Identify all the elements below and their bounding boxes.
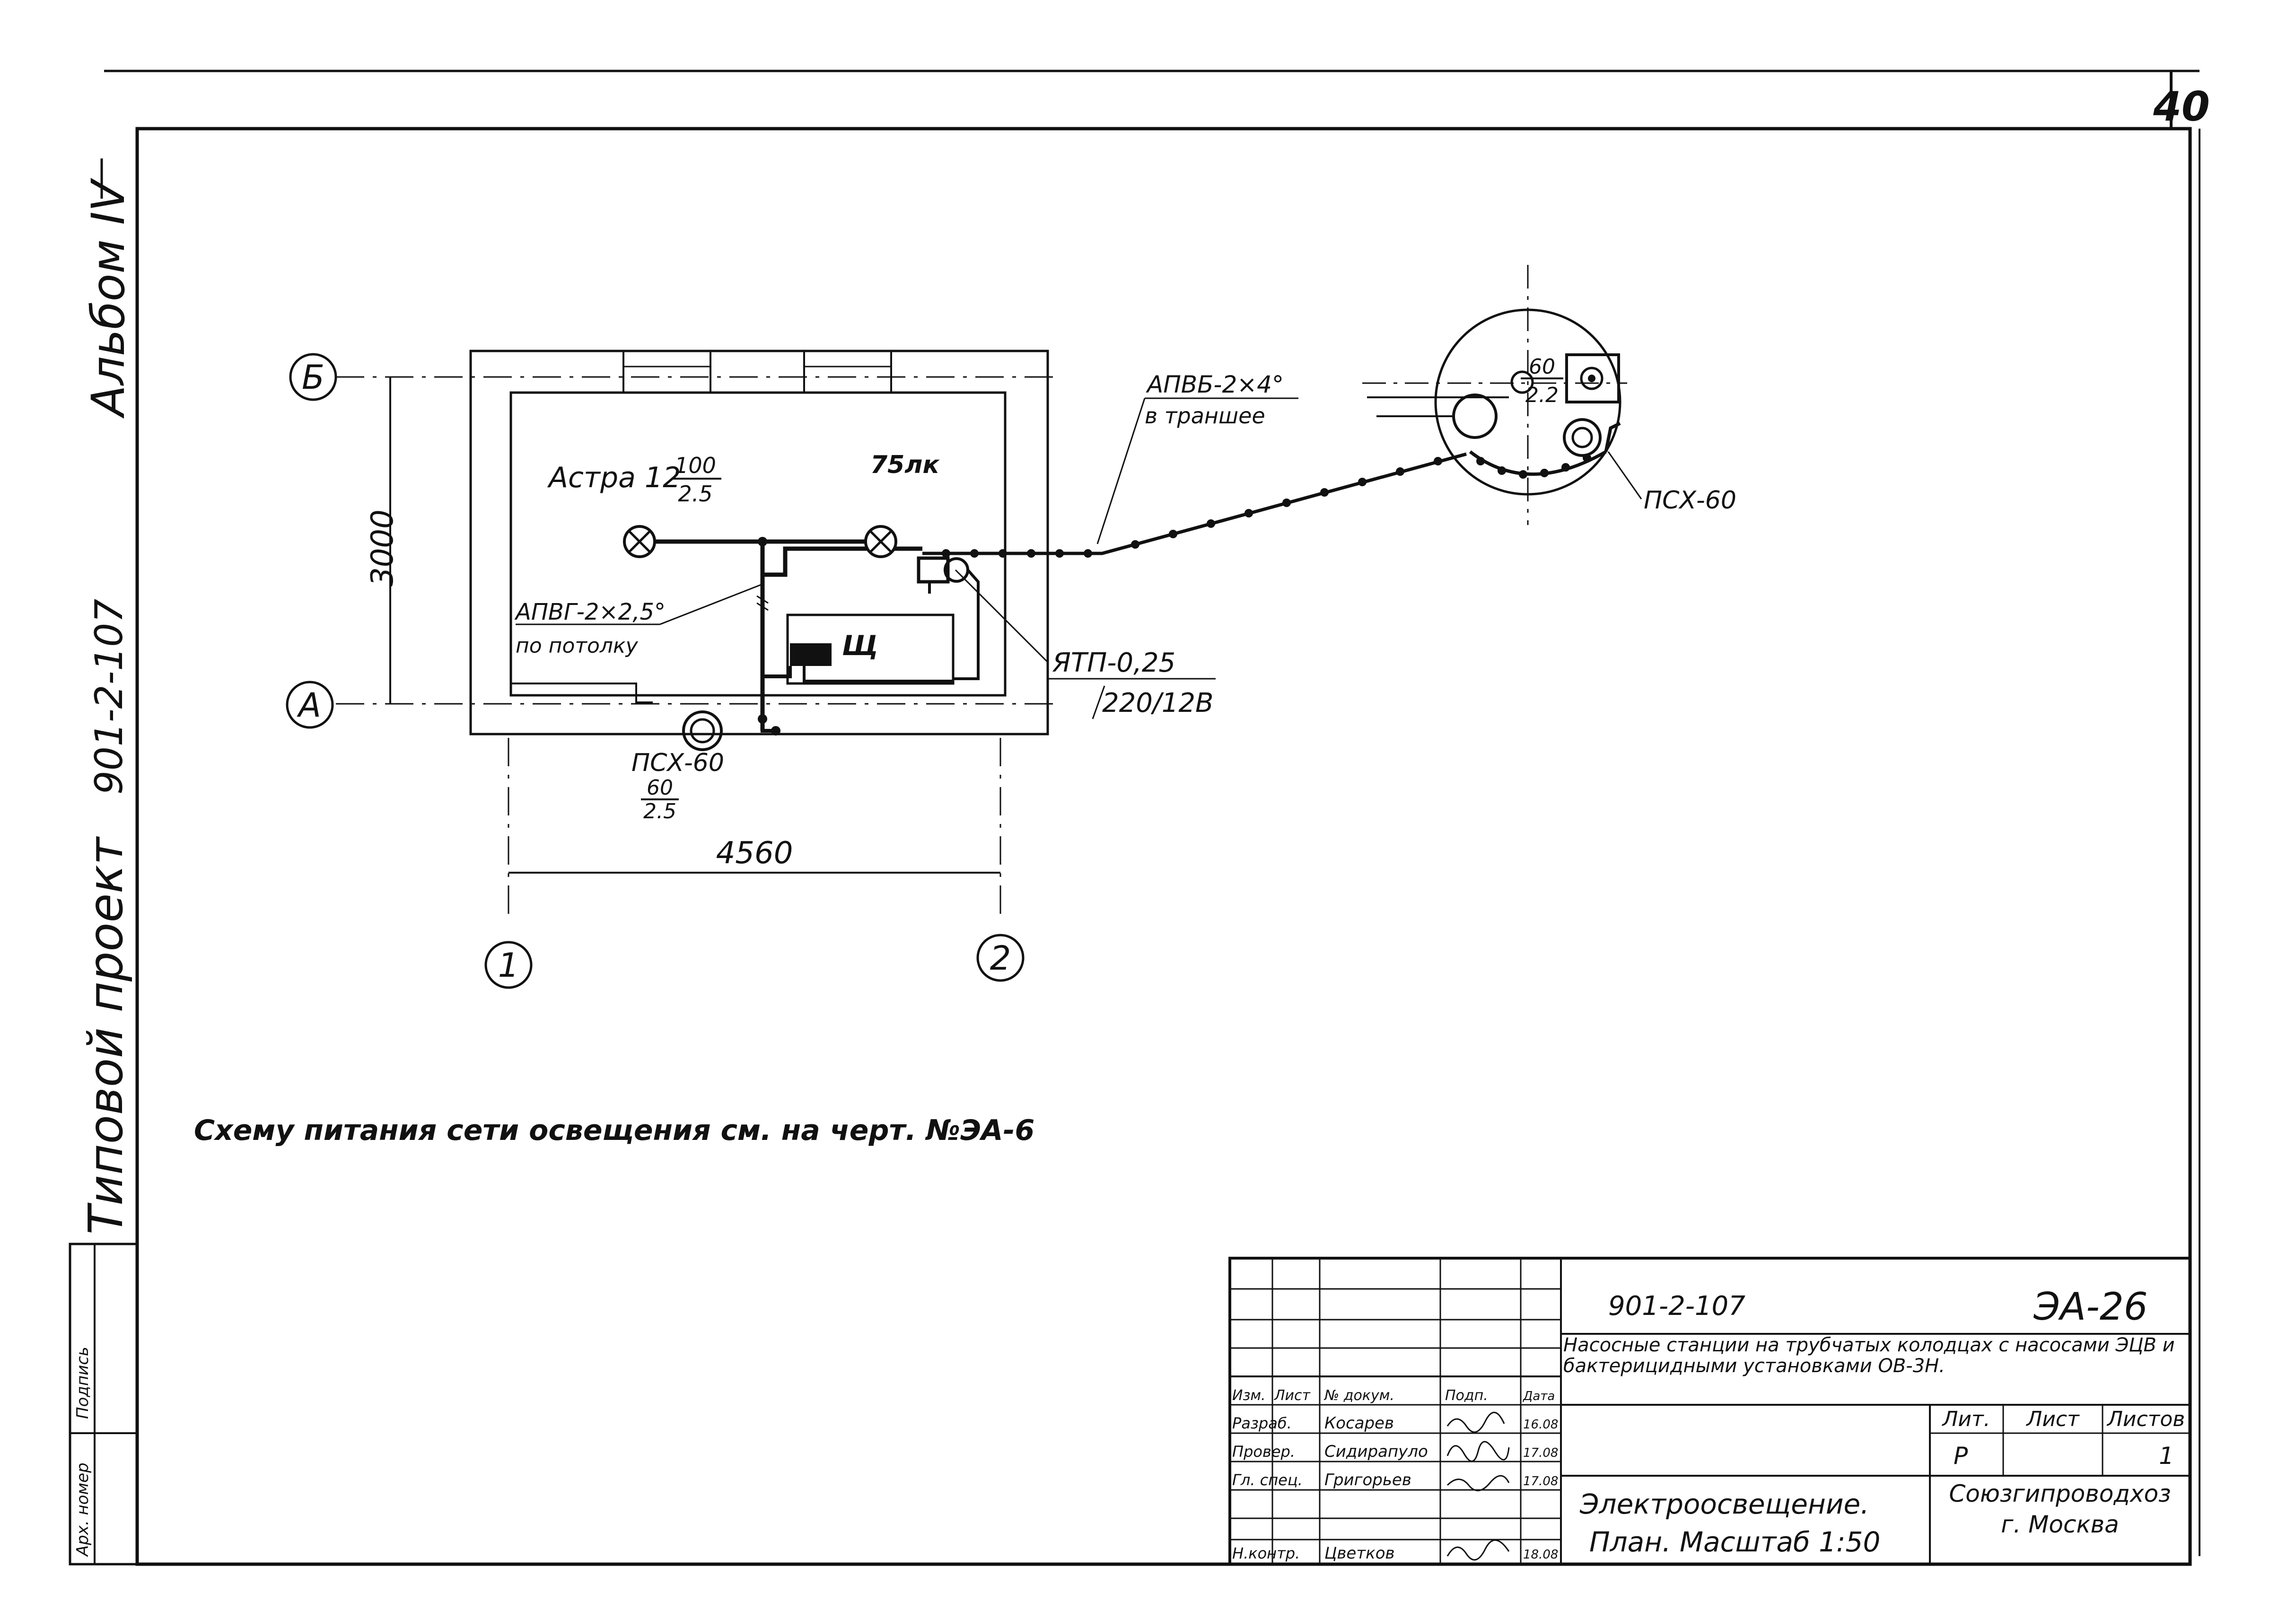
tb-drawing-title-2: План. Масштаб 1:50 — [1589, 1526, 1880, 1558]
tb-col-doc: № докум. — [1323, 1387, 1394, 1404]
well-pump-box — [1565, 353, 1620, 403]
tb-lit-head: Лит. — [1941, 1407, 1990, 1431]
drawing-frame — [104, 70, 2200, 1566]
fixture-bottom-num: 60 — [647, 776, 673, 800]
tb-date-3: 17.08 — [1523, 1474, 1558, 1489]
tb-lit-value: Р — [1954, 1442, 1968, 1470]
tb-date-4: 18.08 — [1523, 1548, 1558, 1562]
axis-marker-1 — [484, 941, 533, 989]
transformer-voltage: 220/12В — [1102, 688, 1213, 718]
archive-stamp: Арх. номер Подпись — [69, 1243, 139, 1566]
floor-plan: Б А 3000 4560 1 2 Астра 12 100 2.5 75лк — [286, 265, 1736, 989]
well-fixture-num: 60 — [1529, 355, 1555, 379]
tb-col-sign: Подп. — [1445, 1387, 1488, 1404]
tb-role-3: Гл. спец. — [1232, 1471, 1303, 1489]
dim-vertical-label: 3000 — [365, 509, 400, 587]
trench-cable — [922, 452, 1467, 555]
axis-marker-a — [286, 681, 334, 729]
tb-description-box: Насосные станции на трубчатых колодцах с… — [1563, 1335, 2175, 1377]
tb-project-code: 901-2-107 — [1608, 1291, 1745, 1322]
tb-drawing-title-1: Электроосвещение. — [1579, 1488, 1869, 1520]
tb-col-list: Лист — [1274, 1387, 1311, 1404]
panel-enclosure — [786, 613, 955, 685]
well-fixture-label: ПСХ-60 — [1644, 486, 1736, 515]
typical-project-label: Типовой проект — [78, 836, 133, 1235]
cable-inside-label: АПВГ-2×2,5° — [514, 599, 666, 625]
illuminance-label: 75лк — [870, 451, 940, 479]
panel-label: Щ — [842, 630, 878, 662]
cable-inside-note: по потолку — [516, 634, 639, 658]
axis-a-label: А — [297, 686, 321, 725]
panel-icon — [790, 643, 832, 666]
cable-outside-label: АПВБ-2×4° — [1146, 371, 1284, 398]
tb-role-4: Н.контр. — [1232, 1544, 1300, 1562]
tb-name-1: Косарев — [1324, 1414, 1394, 1433]
axis-2-label: 2 — [990, 939, 1011, 978]
lamp-label: Астра 12 — [547, 461, 681, 494]
fixture-bottom-label: ПСХ-60 — [631, 749, 724, 777]
tb-list-head: Лист — [2025, 1407, 2080, 1431]
arch-number-label: Арх. номер — [73, 1462, 92, 1557]
tb-org-2: г. Москва — [2001, 1511, 2119, 1538]
tb-date-2: 17.08 — [1523, 1446, 1558, 1460]
tb-col-date: Дата — [1523, 1389, 1555, 1403]
window-right — [803, 350, 892, 394]
tb-sheet-code: ЭА-26 — [2033, 1285, 2147, 1329]
tb-col-izm: Изм. — [1232, 1387, 1266, 1404]
cable-outside-note: в траншее — [1145, 403, 1265, 429]
tb-lists-head: Листов — [2106, 1407, 2185, 1431]
lamp-fixture-right — [864, 525, 897, 558]
fixture-psx60-well — [1563, 418, 1602, 457]
sheet-number: 40 — [2153, 83, 2210, 131]
tb-name-4: Цветков — [1324, 1544, 1395, 1563]
tb-description: Насосные станции на трубчатых колодцах с… — [1563, 1335, 2175, 1377]
building-outer-wall — [469, 350, 1049, 736]
tb-name-3: Григорьев — [1324, 1471, 1411, 1489]
dim-horizontal-label: 4560 — [716, 836, 793, 871]
well-plan — [1362, 265, 1627, 525]
title-block — [1228, 1257, 2191, 1566]
lamp-fixture-left — [623, 525, 656, 558]
well-pipe-circle — [1452, 394, 1498, 439]
well-fixture-den: 2.2 — [1525, 383, 1559, 407]
building-inner-wall — [509, 391, 1007, 697]
tb-date-1: 16.08 — [1523, 1418, 1558, 1432]
fixture-bottom-den: 2.5 — [643, 799, 676, 823]
transformer-symbol — [917, 556, 980, 680]
lamp-fraction-num: 100 — [675, 453, 716, 478]
signature-label: Подпись — [73, 1347, 92, 1419]
project-code-side: 901-2-107 — [87, 599, 131, 795]
fixture-psx60-bottom — [682, 710, 723, 751]
lamp-fraction-den: 2.5 — [678, 481, 712, 507]
tb-name-2: Сидирапуло — [1324, 1442, 1428, 1461]
window-left — [622, 350, 711, 394]
tb-role-2: Провер. — [1232, 1443, 1295, 1461]
tb-role-1: Разраб. — [1232, 1414, 1292, 1432]
axis-marker-2 — [976, 934, 1025, 982]
axis-1-label: 1 — [498, 946, 519, 985]
power-scheme-note: Схему питания сети освещения см. на черт… — [194, 1114, 1034, 1147]
axis-b-label: Б — [302, 358, 324, 397]
tb-org-1: Союзгипроводхоз — [1949, 1480, 2171, 1507]
axis-marker-b — [289, 353, 337, 401]
album-label: Альбом IV — [82, 177, 135, 419]
tb-lists-value: 1 — [2159, 1442, 2174, 1470]
transformer-label: ЯТП-0,25 — [1052, 648, 1175, 678]
trench-cable-dots — [942, 457, 1442, 558]
signature-scribbles — [1446, 1411, 1510, 1561]
